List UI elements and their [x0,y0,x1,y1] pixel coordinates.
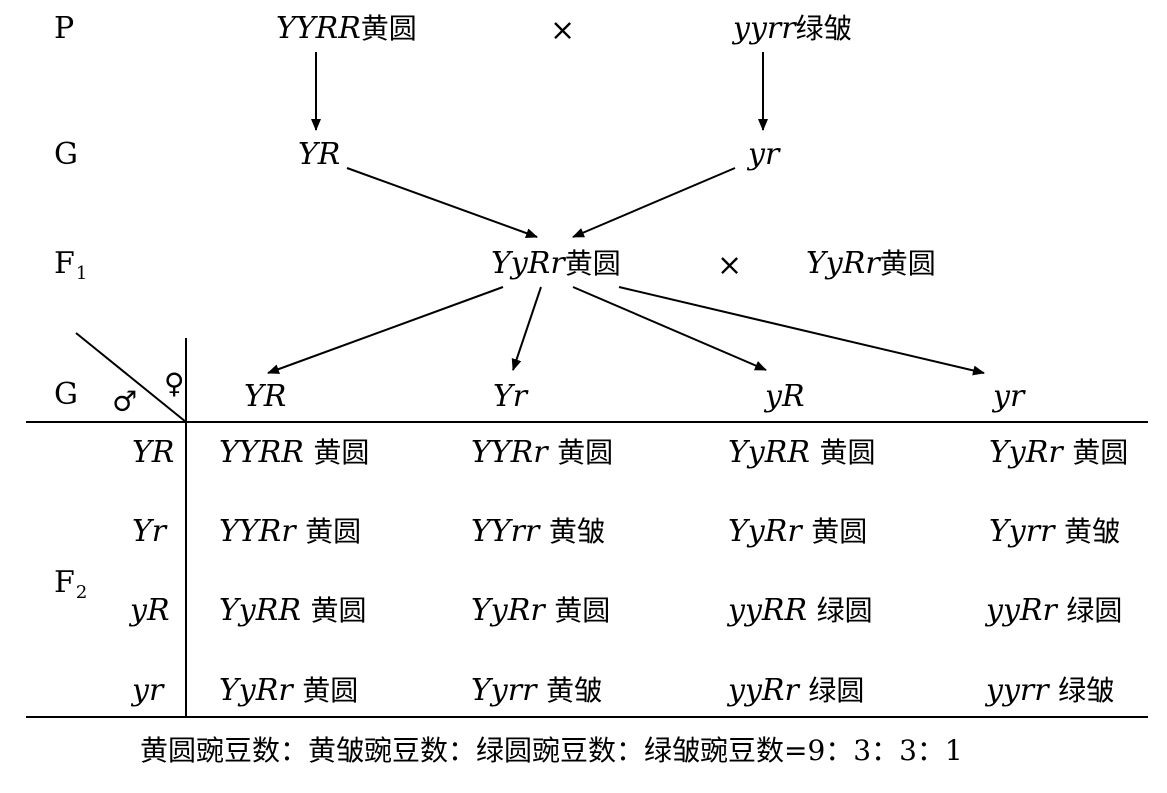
parent-left: YYRR黄圆 [276,11,417,46]
punnett-cell: YyRr 黄圆 [728,514,868,549]
f1-right: YyRr黄圆 [806,246,936,281]
f1-gamete-col-2: Yr [493,379,528,414]
label-g-f1: G [54,377,78,412]
label-f1: F1 [54,246,88,284]
arrow-f1-to-gamete-2 [511,286,542,371]
punnett-cell: YYRr 黄圆 [219,514,362,549]
punnett-cell: YYrr 黄皱 [471,514,605,549]
corner-diagonal [75,332,187,423]
punnett-cell: YYRr 黄圆 [471,435,614,470]
punnett-cell: YyRR 黄圆 [728,435,876,470]
f1-gamete-col-1: YR [244,379,287,414]
parent-gamete-1: YR [298,137,341,172]
row-gamete-1: YR [132,435,175,470]
punnett-cell: yyRr 绿圆 [728,673,865,708]
row-gamete-2: Yr [132,514,167,549]
label-f2: F2 [54,565,88,603]
arrow-f1-to-gamete-3 [572,286,767,371]
punnett-cell: Yyrr 黄皱 [989,514,1120,549]
punnett-cell: YyRr 黄圆 [989,435,1129,470]
female-symbol: ♀ [164,367,185,400]
punnett-cell: YyRr 黄圆 [219,673,359,708]
arrow-f1-to-gamete-4 [618,286,985,376]
male-symbol: ♂ [112,385,138,418]
arrow-gamete-yr-to-f1 [346,167,538,238]
label-g-parents: G [54,137,78,172]
row-gamete-3: yR [130,593,170,628]
row-gamete-4: yr [132,673,164,708]
ratio-text: 黄圆豌豆数：黄皱豌豆数：绿圆豌豆数：绿皱豌豆数=9：3：3：1 [140,734,963,767]
arrow-gamete-lower-yr-to-f1 [572,167,736,238]
punnett-cell: YyRr 黄圆 [471,593,611,628]
punnett-cell: yyRR 绿圆 [728,593,873,628]
parent-right: yyrr绿皱 [733,11,852,46]
punnett-cell: yyrr 绿皱 [986,673,1115,708]
parent-cross-symbol: × [550,13,576,48]
parent-gamete-2: yr [748,137,780,172]
punnett-cell: yyRr 绿圆 [986,593,1123,628]
f1-left: YyRr黄圆 [491,246,621,281]
arrow-f1-to-gamete-1 [267,286,504,374]
punnett-cell: YYRR 黄圆 [219,435,370,470]
f1-gamete-col-4: yr [993,379,1025,414]
f1-gamete-col-3: yR [765,379,805,414]
f1-cross-symbol: × [717,248,743,283]
punnett-cell: YyRR 黄圆 [219,593,367,628]
punnett-cell: Yyrr 黄皱 [471,673,602,708]
label-p: P [54,11,75,46]
